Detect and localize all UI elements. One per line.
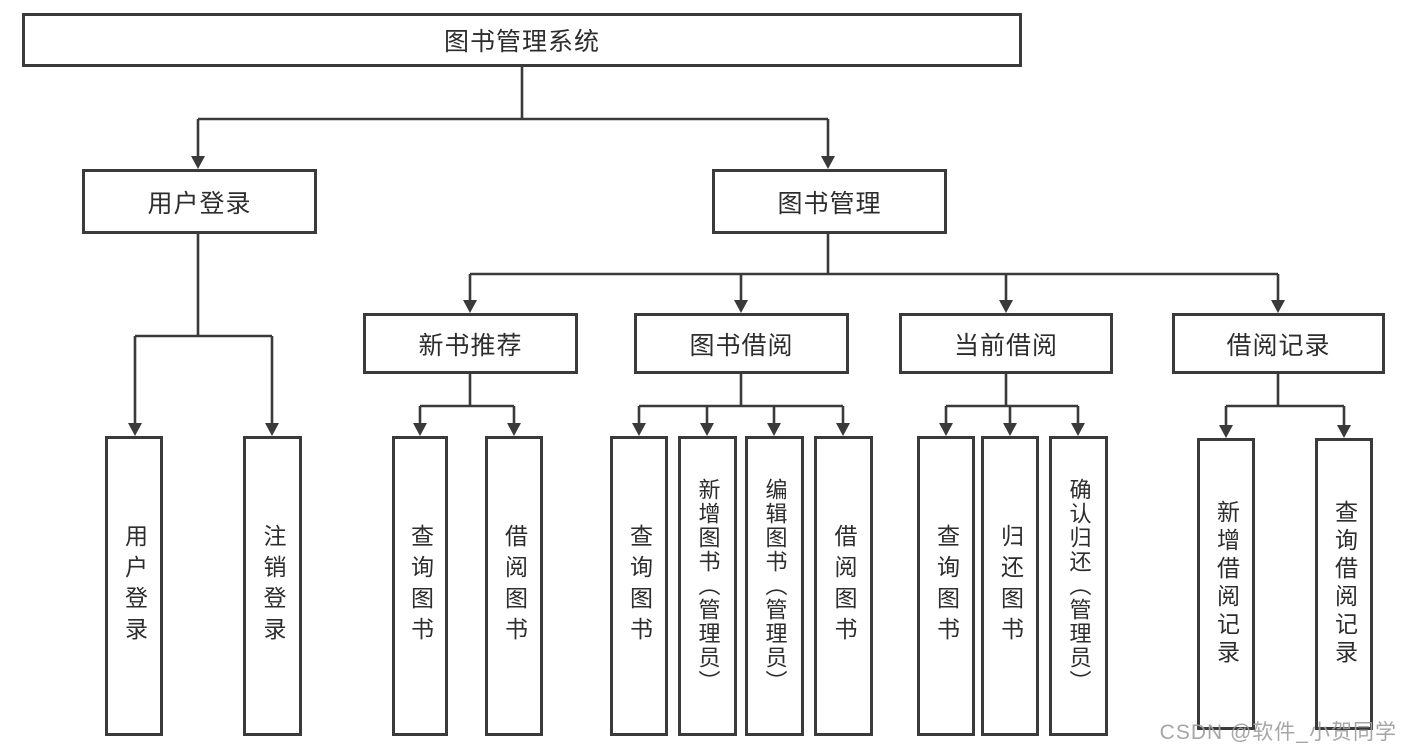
node-borrowing-records: 借阅记录: [1172, 313, 1385, 374]
node-book-management: 图书管理: [712, 169, 947, 234]
leaf-return-books: 归还图书: [981, 436, 1039, 736]
node-user-login: 用户登录: [82, 169, 317, 234]
leaf-edit-books-admin: 编辑图书（管理员）: [745, 436, 804, 736]
leaf-query-borrow-record: 查询借阅记录: [1315, 438, 1373, 730]
leaf-user-login: 用户登录: [105, 436, 163, 736]
leaf-add-borrow-record: 新增借阅记录: [1197, 438, 1255, 730]
leaf-query-books-recommend: 查询图书: [392, 436, 448, 736]
node-root-library-system: 图书管理系统: [22, 13, 1022, 67]
csdn-watermark: CSDN @软件_小贺同学: [1159, 721, 1397, 744]
leaf-borrow-books-recommend: 借阅图书: [485, 436, 543, 736]
leaf-borrow-books: 借阅图书: [814, 436, 873, 736]
node-book-borrowing: 图书借阅: [634, 313, 849, 374]
leaf-query-books-borrowing: 查询图书: [610, 436, 668, 736]
leaf-logout: 注销登录: [243, 436, 302, 736]
leaf-add-books-admin: 新增图书（管理员）: [678, 436, 737, 736]
leaf-query-books-current: 查询图书: [917, 436, 975, 736]
node-new-book-recommend: 新书推荐: [363, 313, 578, 374]
leaf-confirm-return-admin: 确认归还（管理员）: [1049, 436, 1108, 736]
node-current-borrowing: 当前借阅: [899, 313, 1113, 374]
